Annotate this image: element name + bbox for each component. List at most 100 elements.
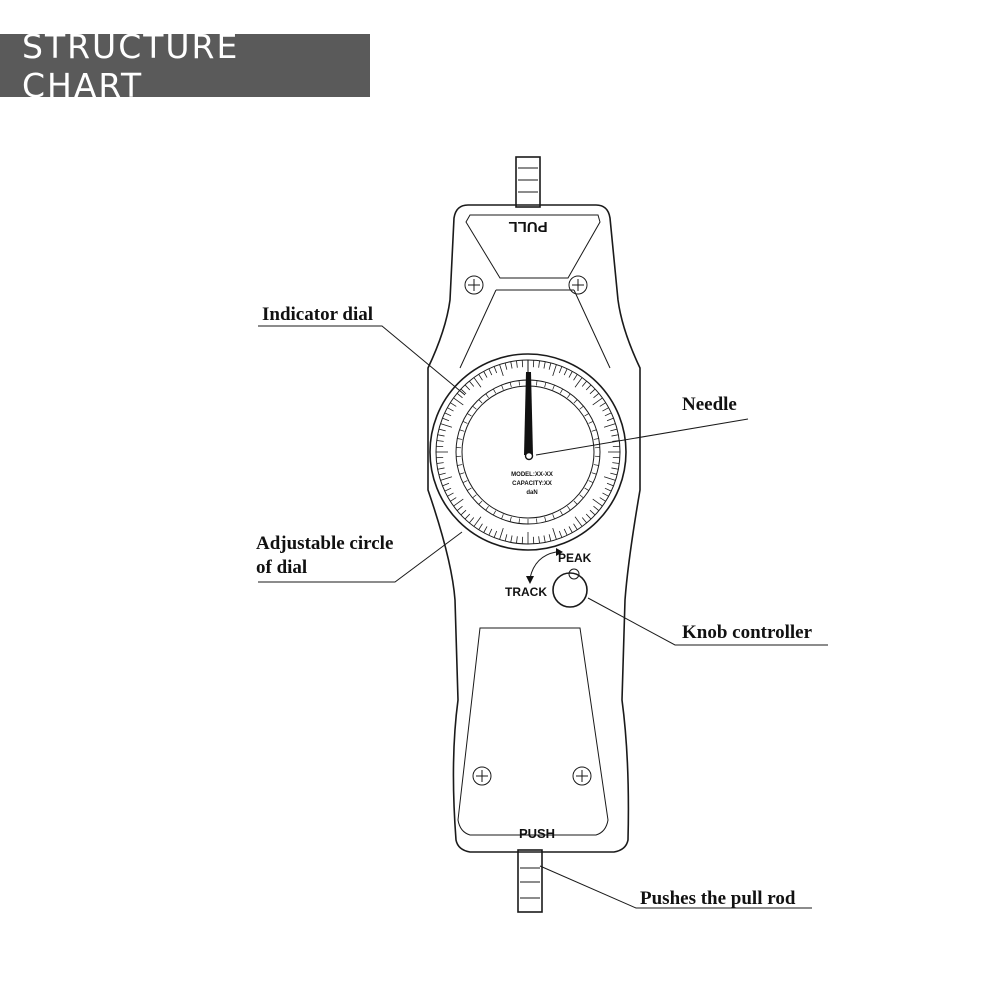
screw-icon	[572, 766, 592, 786]
dial-tick	[602, 492, 609, 497]
dial-inner-tick	[478, 500, 483, 505]
callout-leader-lines	[258, 325, 828, 909]
dial-tick	[516, 536, 518, 544]
dial-tick	[581, 380, 587, 387]
dial-tick	[611, 434, 619, 437]
dial-tick	[604, 487, 612, 492]
dial-inner-tick	[584, 413, 589, 417]
dial-inner-tick	[544, 516, 547, 522]
dial-tick	[585, 384, 592, 391]
dial-tick	[464, 384, 471, 391]
page-title: STRUCTURE CHART	[22, 26, 240, 105]
dial-tick	[473, 377, 482, 388]
dial-tick	[592, 397, 603, 406]
needle-pivot	[524, 451, 534, 461]
dial-tick	[543, 535, 546, 543]
dial-inner-tick	[536, 380, 538, 386]
dial-inner-tick	[593, 464, 599, 466]
bottom-rod	[517, 849, 543, 913]
dial-inner-tick	[462, 421, 468, 424]
needle	[524, 372, 533, 455]
dial-tick	[603, 476, 616, 481]
dial-inner-tick	[567, 505, 571, 511]
dial-tick	[548, 362, 552, 370]
dial-unit-text: daN	[526, 490, 537, 496]
callout-indicator-dial: Indicator dial	[262, 304, 373, 325]
dial-inner-tick	[591, 429, 597, 432]
dial-tick	[464, 513, 471, 520]
dial-inner-tick	[509, 382, 512, 388]
dial-tick	[436, 462, 444, 464]
dial-tick	[574, 516, 583, 527]
dial-tick	[589, 388, 596, 395]
dial-tick	[606, 417, 614, 422]
dial-tick	[599, 402, 606, 407]
dial-tick	[483, 371, 488, 378]
dial-inner-tick	[467, 487, 472, 491]
peak-arrow	[529, 551, 557, 579]
dial-tick	[453, 498, 464, 507]
dial-tick	[589, 509, 596, 516]
dial-inner-tick	[459, 472, 465, 475]
dial-tick	[610, 428, 618, 432]
screw-icon	[472, 766, 492, 786]
dial-tick	[538, 360, 540, 368]
dial-tick	[574, 377, 583, 388]
dial-tick	[478, 523, 483, 530]
dial-tick	[563, 368, 568, 376]
dial-inner-tick	[501, 384, 504, 390]
dial-tick	[538, 536, 540, 544]
dial-inner-tick	[493, 510, 497, 516]
callout-adjustable-circle-line1: Adjustable circle	[256, 533, 393, 554]
dial-tick	[469, 517, 475, 524]
dial-tick	[504, 534, 508, 542]
dial-tick	[610, 472, 618, 476]
dial-tick	[568, 526, 573, 533]
dial-tick	[473, 516, 482, 527]
dial-inner-tick	[493, 388, 497, 394]
dial-tick	[460, 509, 467, 516]
dial-inner-tick	[536, 518, 538, 524]
dial-inner-tick	[462, 480, 468, 483]
dial-tick	[488, 368, 493, 376]
dial-scale-ticks	[436, 360, 620, 544]
lower-panel	[457, 627, 609, 836]
dial-tick	[437, 467, 445, 470]
dial-tick	[563, 528, 568, 536]
knob-controller	[552, 572, 588, 608]
dial-tick	[552, 527, 557, 540]
dial-tick	[543, 361, 546, 369]
dial-tick	[499, 364, 504, 377]
dial-tick	[493, 366, 498, 374]
dial-inner-tick	[573, 399, 578, 404]
dial-tick	[499, 527, 504, 540]
dial-tick	[593, 505, 600, 511]
dial-inner-tick	[478, 399, 483, 404]
dial-tick	[552, 364, 557, 377]
dial-inner-tick	[579, 405, 584, 410]
knob-peak-label: PEAK	[558, 551, 592, 565]
dial-inner-tick	[518, 518, 520, 524]
indicator-dial	[429, 353, 627, 551]
dial-tick	[456, 393, 463, 399]
dial-tick	[558, 530, 563, 538]
upper-panel	[465, 214, 601, 279]
dial-inner-tick	[509, 516, 512, 522]
dial-tick	[437, 434, 445, 437]
dial-tick	[488, 528, 493, 536]
dial-tick	[585, 513, 592, 520]
dial-tick	[442, 482, 450, 487]
top-rod	[515, 156, 541, 208]
dial-inner-tick	[559, 388, 563, 394]
dial-inner-tick	[467, 413, 472, 417]
dial-tick	[573, 374, 578, 381]
dial-capacity-text: CAPACITY:XX	[512, 481, 552, 487]
dial-tick	[447, 407, 454, 412]
dial-tick	[599, 497, 606, 502]
dial-tick	[442, 417, 450, 422]
dial-inner-tick	[472, 405, 477, 410]
dial-inner-tick	[588, 480, 594, 483]
screw-icon	[568, 275, 588, 295]
